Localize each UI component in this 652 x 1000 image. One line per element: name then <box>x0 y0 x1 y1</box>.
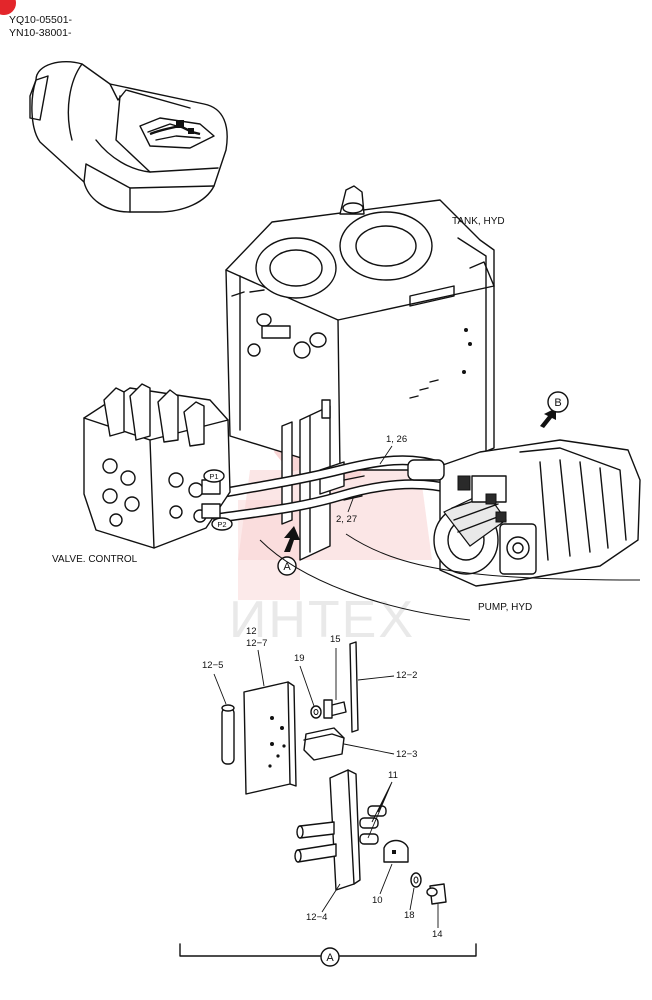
svg-text:P1: P1 <box>209 472 218 481</box>
control-valve <box>83 383 231 549</box>
callout-b-label: B <box>554 397 561 409</box>
part-label-2-27: 2, 27 <box>336 514 357 525</box>
part-label-1-26: 1, 26 <box>386 434 407 445</box>
valve-label: VALVE. CONTROL <box>52 554 138 565</box>
section-a-bracket: A <box>179 943 477 967</box>
exploded-view-a <box>221 641 447 905</box>
part-label-11: 11 <box>388 770 398 781</box>
part-label-12-3: 12−3 <box>396 749 417 760</box>
view-b-arrow: B <box>540 391 569 428</box>
port-p1-label: P1 <box>203 469 225 483</box>
serial-range-2: YN10-38001- <box>9 27 72 39</box>
callout-a-label: A <box>283 561 291 573</box>
part-label-14: 14 <box>432 929 443 940</box>
bracket-assembly <box>281 399 345 561</box>
part-label-12-4: 12−4 <box>306 912 327 923</box>
svg-text:P2: P2 <box>217 520 226 529</box>
corner-badge-icon <box>0 0 16 15</box>
port-p2-label: P2 <box>211 517 233 531</box>
part-label-19: 19 <box>294 653 305 664</box>
part-label-12-7: 12−7 <box>246 638 267 649</box>
part-label-10: 10 <box>372 895 383 906</box>
tank-label: TANK, HYD <box>452 216 505 227</box>
hydraulic-tank <box>225 185 495 471</box>
part-label-18: 18 <box>404 910 415 921</box>
part-label-12: 12 <box>246 626 257 637</box>
section-a-label: A <box>326 952 334 964</box>
pump-label: PUMP, HYD <box>478 602 532 613</box>
hydraulic-pump <box>407 439 641 587</box>
serial-range-1: YQ10-05501- <box>9 14 73 26</box>
part-label-12-5: 12−5 <box>202 660 223 671</box>
machine-overview-sketch <box>29 61 228 213</box>
view-a-arrow: A <box>277 526 300 576</box>
part-label-15: 15 <box>330 634 341 645</box>
part-label-12-2: 12−2 <box>396 670 417 681</box>
watermark-text: ИНТЕХ <box>229 591 415 649</box>
